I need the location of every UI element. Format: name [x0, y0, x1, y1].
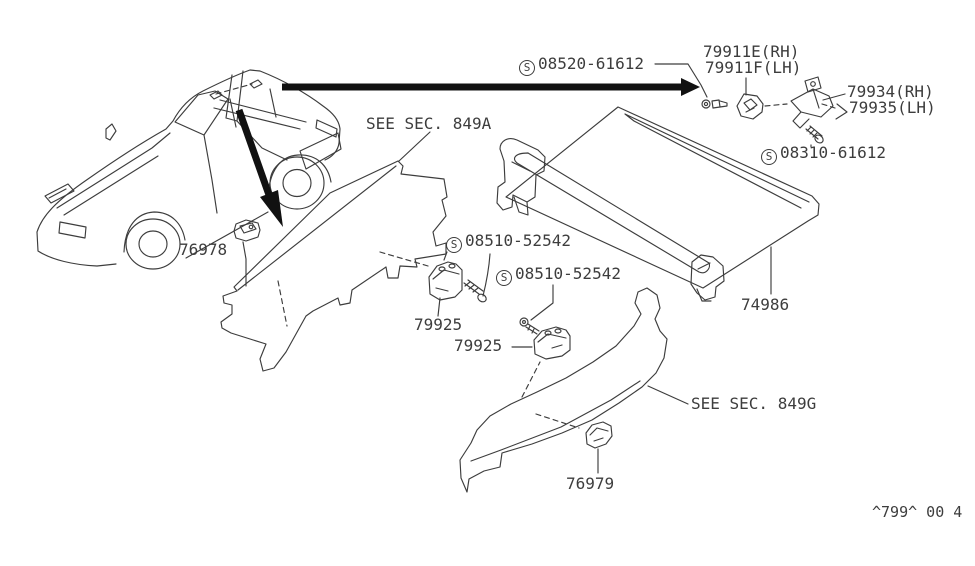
- leader-see-sec-849a: [398, 131, 431, 162]
- leader-see-sec-849g: [647, 385, 689, 405]
- car-hatch-shelf-lines: [213, 88, 307, 130]
- screw-symbol-icon: S: [496, 270, 512, 286]
- part-label-76979: 76979: [566, 474, 615, 493]
- car-front-wheel: [125, 218, 181, 270]
- screw-08510-lower-art: [519, 317, 540, 335]
- leader-clip-76978: [242, 241, 247, 287]
- screw-symbol-icon: S: [761, 149, 777, 165]
- clip-79911-art: [736, 93, 788, 120]
- leader-holder-79934: [822, 93, 846, 101]
- clip-76978-art: [233, 219, 261, 242]
- car-front-bumper: [36, 231, 117, 267]
- clip-79925-lower-art: [533, 326, 571, 360]
- grommet-screw-08520: [701, 99, 728, 109]
- shelf-rear-lip: [624, 113, 810, 209]
- screw-08510-upper-art: [463, 279, 487, 303]
- holder-79934-art: [790, 76, 848, 129]
- screw-symbol-icon: S: [446, 237, 462, 253]
- car-clip-site-left: [209, 90, 223, 100]
- leader-screw-08510-upper: [443, 251, 491, 297]
- reference-label-see-sec-849g: SEE SEC. 849G: [691, 394, 817, 413]
- car-headlight-panel: [44, 183, 75, 204]
- part-label-79935-lh: 79935(LH): [849, 98, 936, 117]
- part-label-79934-rh: 79934(RH): [847, 82, 934, 101]
- screw-08310-art: [805, 125, 824, 148]
- pointer-arrow-diagonal: [235, 108, 283, 227]
- clip-76979-art: [585, 421, 613, 449]
- car-license-plate: [58, 221, 87, 239]
- screw-symbol-icon: S: [519, 60, 535, 76]
- mount-dash-to-clip-76979: [535, 413, 580, 429]
- car-mirror: [105, 123, 117, 141]
- side-finisher-panel: [220, 160, 448, 372]
- leader-clip-79925-upper: [437, 297, 441, 317]
- car-hood-crease: [56, 132, 171, 216]
- part-label-74986: 74986: [741, 295, 790, 314]
- part-label-79911e-rh: 79911E(RH): [703, 42, 800, 61]
- shelf-bottom-foot: [690, 254, 725, 301]
- shelf-front-rail: [514, 152, 711, 274]
- car-front-wheel-arch: [123, 211, 186, 253]
- mount-dash-to-clip-79925-lower: [521, 361, 541, 398]
- part-label-79925-lower: 79925: [454, 336, 503, 355]
- part-label-79925-upper: 79925: [414, 315, 463, 334]
- part-label-76978: 76978: [179, 240, 228, 259]
- car-windshield: [174, 90, 229, 136]
- shelf-left-foot: [496, 138, 546, 211]
- shelf-surface: [505, 106, 820, 289]
- car-rocker-line: [185, 211, 269, 259]
- car-rear-bumper: [299, 132, 342, 170]
- reference-label-see-sec-849a: SEE SEC. 849A: [366, 114, 492, 133]
- rear-finisher-panel: [459, 287, 668, 493]
- clip-79925-upper-art: [428, 261, 463, 301]
- leader-screw-08520: [654, 63, 708, 98]
- leader-screw-08510-lower: [530, 284, 554, 321]
- part-label-79911f-lh: 79911F(LH): [705, 58, 802, 77]
- car-rear-wheel-arch: [267, 154, 332, 199]
- leader-lines: [242, 63, 846, 474]
- drawing-code: ^799^ 00 4: [872, 503, 963, 521]
- car-body-outline: [36, 69, 341, 233]
- car-illustration: [36, 69, 342, 270]
- parcel-shelf-74986: [496, 106, 820, 302]
- car-clip-site-right: [249, 79, 263, 89]
- car-taillight: [315, 119, 338, 138]
- car-door-line: [203, 134, 218, 214]
- pointer-arrow-horizontal: [282, 78, 700, 96]
- mount-dash-to-clip-79925-upper: [379, 251, 429, 267]
